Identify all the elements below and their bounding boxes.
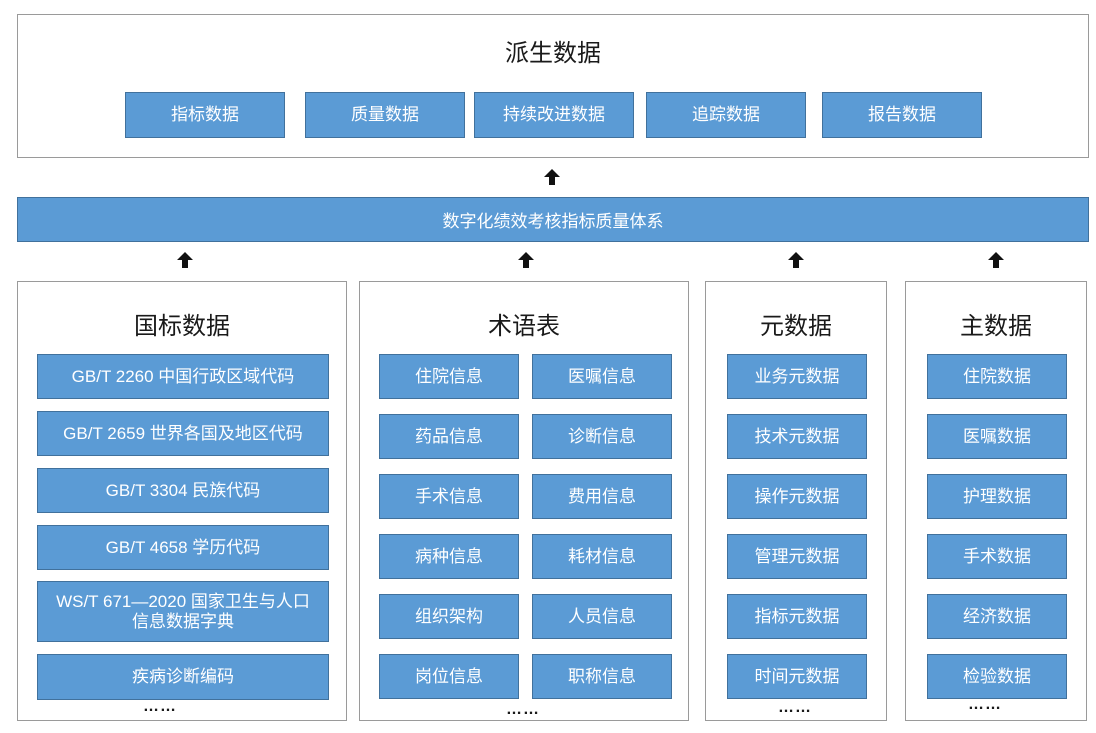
- up-arrow-icon: [177, 252, 193, 268]
- national-item: GB/T 2260 中国行政区域代码: [37, 354, 329, 399]
- up-arrow-icon: [544, 169, 560, 185]
- national-item: WS/T 671—2020 国家卫生与人口信息数据字典: [37, 581, 329, 642]
- term-item: 职称信息: [532, 654, 672, 699]
- term-item: 药品信息: [379, 414, 519, 459]
- terminology-title: 术语表: [488, 313, 560, 340]
- quality-system-bar: 数字化绩效考核指标质量体系: [17, 197, 1089, 242]
- metadata-item: 操作元数据: [727, 474, 867, 519]
- master-more: ……: [968, 696, 1002, 713]
- national-item: GB/T 4658 学历代码: [37, 525, 329, 570]
- terminology-more: ……: [506, 701, 540, 718]
- term-item: 住院信息: [379, 354, 519, 399]
- metadata-more: ……: [778, 699, 812, 716]
- up-arrow-icon: [988, 252, 1004, 268]
- derived-item-improvement: 持续改进数据: [474, 92, 634, 138]
- term-item: 人员信息: [532, 594, 672, 639]
- term-item: 岗位信息: [379, 654, 519, 699]
- derived-item-index: 指标数据: [125, 92, 285, 138]
- up-arrow-icon: [788, 252, 804, 268]
- metadata-item: 技术元数据: [727, 414, 867, 459]
- master-item: 手术数据: [927, 534, 1067, 579]
- derived-item-tracking: 追踪数据: [646, 92, 806, 138]
- metadata-item: 指标元数据: [727, 594, 867, 639]
- national-item: GB/T 2659 世界各国及地区代码: [37, 411, 329, 456]
- terminology-panel: 术语表 住院信息 医嘱信息 药品信息 诊断信息 手术信息 费用信息 病种信息 耗…: [359, 281, 689, 721]
- derived-data-title: 派生数据: [505, 40, 601, 67]
- master-item: 护理数据: [927, 474, 1067, 519]
- metadata-title: 元数据: [760, 313, 832, 340]
- derived-item-quality: 质量数据: [305, 92, 465, 138]
- metadata-item: 业务元数据: [727, 354, 867, 399]
- derived-item-report: 报告数据: [822, 92, 982, 138]
- up-arrow-icon: [518, 252, 534, 268]
- master-item: 医嘱数据: [927, 414, 1067, 459]
- national-more: ……: [143, 698, 177, 715]
- metadata-item: 管理元数据: [727, 534, 867, 579]
- master-data-title: 主数据: [960, 313, 1032, 340]
- national-item: GB/T 3304 民族代码: [37, 468, 329, 513]
- term-item: 耗材信息: [532, 534, 672, 579]
- derived-data-panel: 派生数据 指标数据 质量数据 持续改进数据 追踪数据 报告数据: [17, 14, 1089, 158]
- metadata-panel: 元数据 业务元数据 技术元数据 操作元数据 管理元数据 指标元数据 时间元数据 …: [705, 281, 887, 721]
- national-item: 疾病诊断编码: [37, 654, 329, 700]
- national-standard-title: 国标数据: [134, 313, 230, 340]
- term-item: 医嘱信息: [532, 354, 672, 399]
- term-item: 费用信息: [532, 474, 672, 519]
- term-item: 病种信息: [379, 534, 519, 579]
- national-standard-panel: 国标数据 GB/T 2260 中国行政区域代码 GB/T 2659 世界各国及地…: [17, 281, 347, 721]
- term-item: 组织架构: [379, 594, 519, 639]
- master-item: 经济数据: [927, 594, 1067, 639]
- term-item: 诊断信息: [532, 414, 672, 459]
- metadata-item: 时间元数据: [727, 654, 867, 699]
- term-item: 手术信息: [379, 474, 519, 519]
- master-data-panel: 主数据 住院数据 医嘱数据 护理数据 手术数据 经济数据 检验数据 ……: [905, 281, 1087, 721]
- master-item: 检验数据: [927, 654, 1067, 699]
- master-item: 住院数据: [927, 354, 1067, 399]
